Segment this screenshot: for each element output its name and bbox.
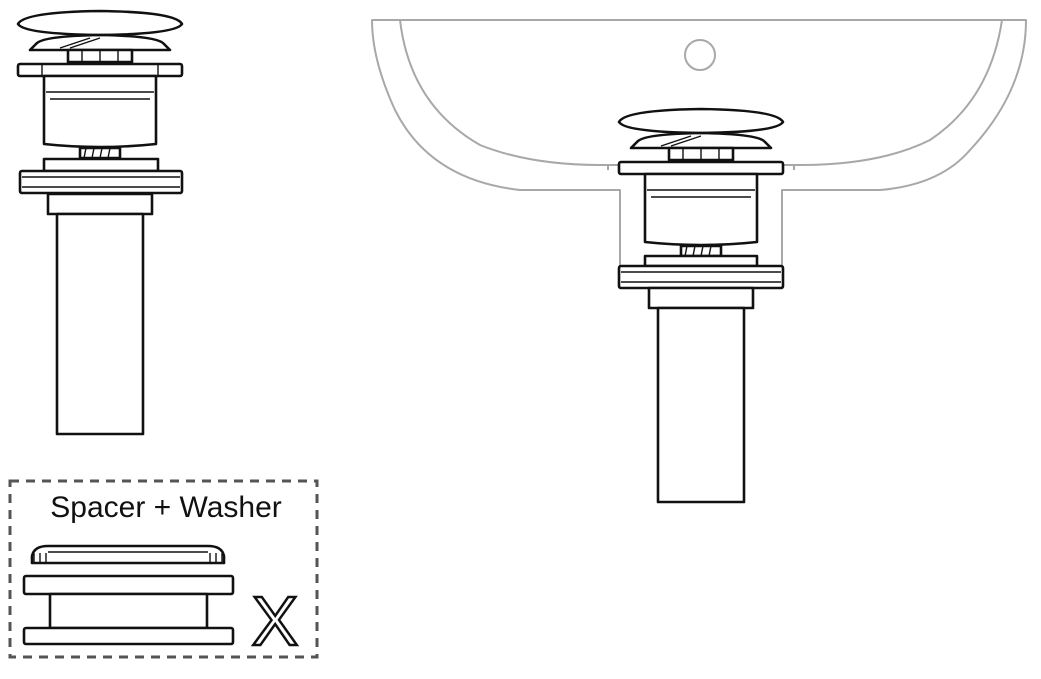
installed-flange [617,160,785,176]
spacer-part [22,574,235,646]
installed-washer [617,264,785,290]
installed-nut [647,286,755,310]
spacer-washer-callout: Spacer + Washer X [8,479,319,661]
drain-cap-dome [16,9,184,37]
drain-cap-disc [28,33,172,52]
spacer-washer-label: Spacer + Washer [50,491,282,524]
installed-tailpiece [656,306,746,504]
drain-assembly-standalone [16,9,184,436]
drain-housing [42,74,158,149]
drain-nut [46,192,154,216]
drain-washer [18,169,184,195]
installed-cap-disc [629,131,773,150]
drain-spacer [42,157,160,173]
washer-part [30,544,226,565]
drain-tailpiece [55,212,145,436]
installed-cap-dome [617,107,785,135]
tap-hole [684,39,716,71]
not-used-x-mark: X [252,582,299,660]
drain-thread [78,146,122,160]
drain-assembly-installed [617,107,785,504]
